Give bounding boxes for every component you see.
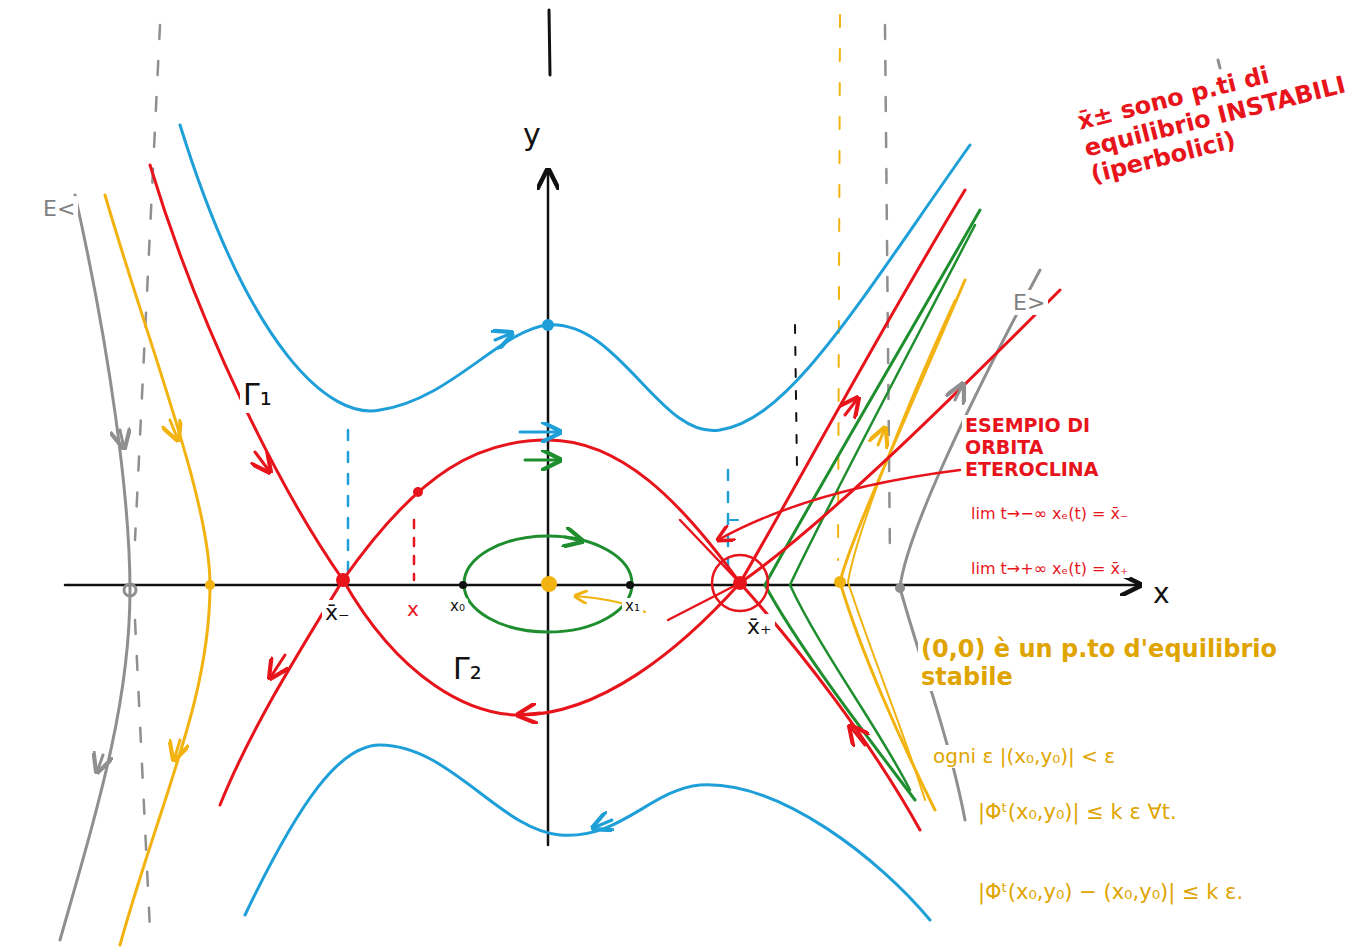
equilibrium-point	[336, 573, 350, 587]
initial-point	[413, 487, 423, 497]
point-label: x₁	[622, 598, 643, 615]
orbit	[848, 300, 955, 800]
asymptote	[135, 25, 160, 930]
level-guide	[413, 520, 416, 580]
heteroclinic-orbit	[343, 580, 740, 715]
orbit	[900, 270, 1040, 820]
equilibrium-point	[541, 576, 557, 592]
formula: lim t→+∞ xₑ(t) = x̄₊	[968, 560, 1131, 578]
annotation: x̄± sono p.ti di equilibrio INSTABILI (i…	[1072, 43, 1360, 190]
asymptote	[838, 15, 840, 560]
flow-arrow	[270, 655, 285, 678]
flow-arrow	[120, 430, 124, 448]
point-label: x̄₊	[744, 614, 775, 639]
energy-label: E>	[1010, 290, 1048, 315]
separatrix	[150, 165, 343, 805]
point-label: x₀	[447, 598, 468, 615]
axis-label: y	[520, 118, 544, 153]
pen-mark	[730, 519, 738, 521]
orbit	[790, 225, 975, 790]
pen-mark	[1218, 60, 1220, 68]
leader-arrow	[718, 470, 960, 540]
flow-arrow	[170, 420, 178, 440]
point-label: x	[404, 598, 422, 621]
formula: |Φᵗ(x₀,y₀)| ≤ k ε ∀t.	[975, 800, 1180, 824]
initial-point	[542, 319, 554, 331]
orbit	[60, 195, 130, 940]
initial-point	[459, 581, 467, 589]
initial-point	[834, 576, 846, 588]
point-label: x̄₋	[322, 600, 353, 625]
orbit	[245, 745, 930, 920]
formula: lim t→−∞ xₑ(t) = x̄₋	[968, 505, 1131, 523]
separatrix	[740, 583, 920, 830]
flow-arrow	[845, 398, 858, 415]
periodic-orbit	[464, 536, 632, 632]
flow-arrow	[525, 459, 560, 462]
level-guide	[795, 325, 797, 470]
flow-arrow	[565, 537, 582, 541]
flow-arrow	[174, 740, 180, 760]
flow-arrow	[495, 333, 512, 340]
asymptote	[885, 25, 890, 560]
x-axis	[65, 584, 1140, 587]
flow-arrow	[593, 820, 612, 828]
flow-arrow	[878, 428, 885, 445]
separatrix	[740, 190, 965, 583]
energy-label: E<	[40, 196, 78, 221]
formula: |Φᵗ(x₀,y₀) − (x₀,y₀)| ≤ k ε.	[975, 880, 1246, 904]
formula: ogni ε |(x₀,y₀)| < ε	[930, 745, 1118, 768]
equilibrium-point	[733, 576, 747, 590]
y-axis	[547, 170, 550, 845]
initial-point	[895, 583, 905, 593]
orbit	[105, 195, 210, 945]
orbit-label: Γ₂	[450, 652, 485, 687]
initial-point	[205, 580, 215, 590]
highlight-circle	[712, 555, 768, 611]
initial-point	[124, 584, 136, 596]
heteroclinic-orbit	[343, 440, 740, 583]
flow-arrow	[255, 452, 270, 472]
axis-stroke	[549, 10, 550, 75]
level-guide	[347, 430, 350, 575]
flow-arrow	[955, 384, 963, 400]
initial-point	[626, 581, 634, 589]
axis-label: x	[1150, 578, 1173, 610]
annotation: ESEMPIO DI ORBITA ETEROCLINA	[962, 415, 1178, 481]
flow-arrow	[520, 431, 560, 434]
flow-arrow	[518, 713, 540, 715]
flow-arrow	[850, 726, 865, 745]
flow-arrow	[97, 755, 103, 772]
orbit-label: Γ₁	[240, 378, 275, 413]
annotation: (0,0) è un p.to d'equilibrio stabile	[918, 636, 1344, 691]
